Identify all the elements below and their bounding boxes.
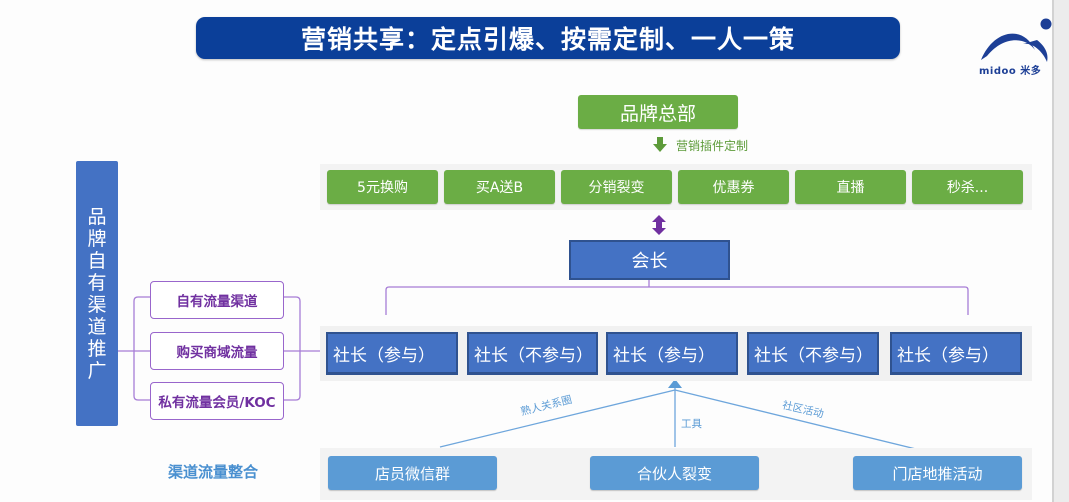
leader-box: 社长（参与） <box>606 332 738 375</box>
leader-box: 社长（不参与） <box>467 332 598 375</box>
tool-label: 分销裂变 <box>588 180 645 196</box>
leader-box: 社长（不参与） <box>747 332 879 375</box>
tool-label: 秒杀... <box>946 180 989 196</box>
tool-label: 优惠券 <box>712 180 755 196</box>
source-box: 合伙人裂变 <box>590 456 759 490</box>
source-box: 店员微信群 <box>328 456 497 490</box>
tool-box: 买A送B <box>444 170 555 204</box>
slide-edge <box>1052 0 1069 502</box>
leader-label: 社长（不参与） <box>474 345 593 366</box>
source-box: 门店地推活动 <box>853 456 1022 490</box>
arrow-down-icon <box>653 137 667 152</box>
tool-box: 5元换购 <box>327 170 438 204</box>
leader-label: 社长（参与） <box>613 345 715 366</box>
leader-box: 社长（参与） <box>326 332 458 375</box>
channel-label: 私有流量会员/KOC <box>158 395 276 411</box>
tool-label: 买A送B <box>475 180 524 196</box>
source-label: 合伙人裂变 <box>636 464 712 483</box>
sidebar-label: 品牌自有渠道推广 <box>87 205 107 382</box>
leader-box: 社长（参与） <box>890 332 1022 375</box>
tool-box: 秒杀... <box>912 170 1023 204</box>
source-label: 门店地推活动 <box>892 464 983 483</box>
brand-channel-sidebar: 品牌自有渠道推广 <box>76 161 118 426</box>
integration-label: 渠道流量整合 <box>168 463 259 481</box>
tool-label: 直播 <box>836 180 865 196</box>
chairman-box: 会长 <box>569 240 730 280</box>
channel-box: 购买商域流量 <box>150 332 284 370</box>
tool-box: 分销裂变 <box>561 170 672 204</box>
leader-label: 社长（不参与） <box>754 345 873 366</box>
leader-label: 社长（参与） <box>897 345 999 366</box>
headquarters-box: 品牌总部 <box>578 95 738 129</box>
chairman-label: 会长 <box>631 251 668 272</box>
headquarters-label: 品牌总部 <box>619 102 696 125</box>
page-title: 营销共享：定点引爆、按需定制、一人一策 <box>300 25 795 54</box>
tool-box: 直播 <box>795 170 906 204</box>
plugin-label: 营销插件定制 <box>676 139 749 153</box>
source-label: 店员微信群 <box>374 464 450 483</box>
midoo-logo-icon <box>981 18 1052 62</box>
channel-box: 私有流量会员/KOC <box>150 382 284 420</box>
channel-label: 购买商域流量 <box>176 345 258 361</box>
edge-label-tool: 工具 <box>681 418 702 430</box>
tool-label: 5元换购 <box>357 180 408 196</box>
double-arrow-vertical-icon <box>652 215 666 235</box>
channel-box: 自有流量渠道 <box>150 281 284 319</box>
title-banner: 营销共享：定点引爆、按需定制、一人一策 <box>196 17 900 59</box>
leader-label: 社长（参与） <box>333 345 435 366</box>
logo-text: midoo 米多 <box>979 66 1042 77</box>
channel-label: 自有流量渠道 <box>176 294 258 310</box>
tool-box: 优惠券 <box>678 170 789 204</box>
